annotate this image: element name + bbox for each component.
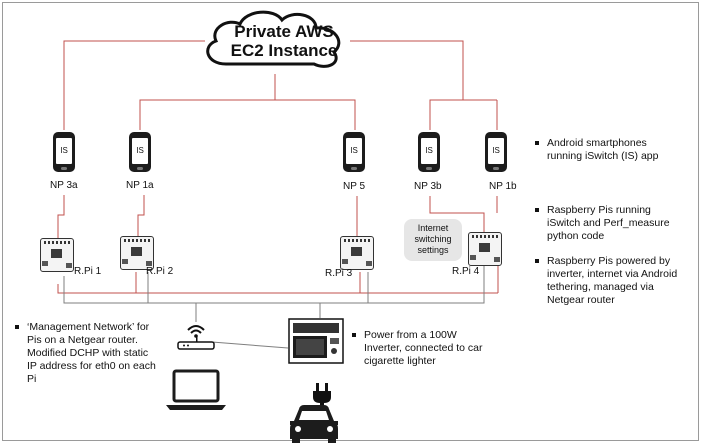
wire-cloud-right bbox=[350, 40, 464, 130]
wire-np1a-pi2 bbox=[137, 195, 145, 240]
home-button-icon bbox=[351, 167, 357, 170]
wire-power-bus bbox=[57, 284, 320, 294]
bullet-line: running iSwitch (IS) app bbox=[547, 150, 659, 162]
bullet-square-icon bbox=[15, 325, 19, 329]
wire-bus-upper bbox=[139, 99, 356, 130]
phone-label-np1a: NP 1a bbox=[126, 180, 154, 191]
raspberry-pi-icon bbox=[120, 236, 154, 270]
phone-np3b: IS bbox=[418, 132, 440, 172]
phone-np1b: IS bbox=[485, 132, 507, 172]
bullet-management-network: ‘Management Network’ for Pis on a Netgea… bbox=[15, 321, 156, 386]
bullet-line: cigarette lighter bbox=[364, 355, 436, 367]
phone-screen-label: IS bbox=[56, 138, 72, 164]
bullet-line: iSwitch and Perf_measure bbox=[547, 217, 670, 229]
phone-label-np5: NP 5 bbox=[343, 181, 366, 192]
raspberry-pi-icon bbox=[468, 232, 502, 266]
cloud-title-line2: EC2 Instance bbox=[230, 41, 338, 60]
bullet-line: Pi bbox=[27, 373, 37, 385]
bullet-square-icon bbox=[535, 141, 539, 145]
bullet-line: Power from a 100W bbox=[364, 329, 457, 341]
phone-screen-label: IS bbox=[488, 138, 504, 164]
pi-label-1: R.Pi 1 bbox=[74, 266, 102, 277]
callout-line3: settings bbox=[417, 245, 449, 255]
router-icon bbox=[177, 325, 215, 350]
wire-np3b-pi4 bbox=[429, 196, 485, 236]
phone-screen-label: IS bbox=[346, 138, 362, 164]
bullet-line: inverter, internet via Android bbox=[547, 268, 678, 280]
bullet-line: Pis on a Netgear router. bbox=[27, 334, 138, 346]
raspberry-pi-icon bbox=[40, 238, 74, 272]
phone-label-np3b: NP 3b bbox=[414, 181, 442, 192]
home-button-icon bbox=[426, 167, 432, 170]
bullet-android: Android smartphones running iSwitch (IS)… bbox=[535, 137, 658, 163]
phone-label-np1b: NP 1b bbox=[489, 181, 517, 192]
bullet-line: Android smartphones bbox=[547, 137, 647, 149]
cloud-title-line1: Private AWS bbox=[234, 22, 334, 41]
home-button-icon bbox=[137, 167, 143, 170]
bullet-line: ‘Management Network’ for bbox=[27, 321, 150, 333]
home-button-icon bbox=[493, 167, 499, 170]
bullet-square-icon bbox=[352, 333, 356, 337]
pi-label-3: R.Pi 3 bbox=[325, 268, 353, 279]
wire-router-inverter bbox=[211, 341, 289, 349]
bullet-inverter: Power from a 100W Inverter, connected to… bbox=[352, 329, 482, 368]
bullet-square-icon bbox=[535, 208, 539, 212]
bullet-line: IP address for eth0 on each bbox=[27, 360, 156, 372]
callout-line1: Internet bbox=[417, 223, 449, 233]
phone-label-np3a: NP 3a bbox=[50, 180, 78, 191]
raspberry-pi-icon bbox=[340, 236, 374, 270]
pi-label-2: R.Pi 2 bbox=[146, 266, 174, 277]
pi-label-4: R.Pi 4 bbox=[452, 266, 480, 277]
cloud-title: Private AWS EC2 Instance bbox=[228, 22, 340, 60]
bullet-square-icon bbox=[535, 259, 539, 263]
wire-cloud-left bbox=[63, 40, 205, 130]
inverter-icon bbox=[288, 318, 344, 364]
diagram-frame bbox=[2, 2, 699, 441]
phone-np1a: IS bbox=[129, 132, 151, 172]
internet-switching-callout: Internet switching settings bbox=[404, 219, 462, 261]
wire-np3a-pi1 bbox=[57, 195, 65, 240]
bullet-raspberry-power: Raspberry Pis powered by inverter, inter… bbox=[535, 255, 677, 307]
bullet-line: Raspberry Pis powered by bbox=[547, 255, 671, 267]
phone-screen-label: IS bbox=[421, 138, 437, 164]
bullet-line: python code bbox=[547, 230, 605, 242]
callout-line2: switching bbox=[414, 234, 452, 244]
phone-screen-label: IS bbox=[132, 138, 148, 164]
bullet-line: tethering, managed via bbox=[547, 281, 654, 293]
bullet-line: Netgear router bbox=[547, 294, 615, 306]
bullet-line: Raspberry Pis running bbox=[547, 204, 651, 216]
bullet-line: Modified DCHP with static bbox=[27, 347, 149, 359]
laptop-icon bbox=[166, 369, 226, 410]
bullet-raspberry-code: Raspberry Pis running iSwitch and Perf_m… bbox=[535, 204, 670, 243]
cloud-icon bbox=[206, 10, 341, 68]
car-icon bbox=[290, 405, 338, 443]
bullet-line: Inverter, connected to car bbox=[364, 342, 483, 354]
wire-mgmt-bus bbox=[63, 265, 485, 304]
home-button-icon bbox=[61, 167, 67, 170]
phone-np5: IS bbox=[343, 132, 365, 172]
phone-np3a: IS bbox=[53, 132, 75, 172]
plug-icon bbox=[313, 383, 331, 410]
